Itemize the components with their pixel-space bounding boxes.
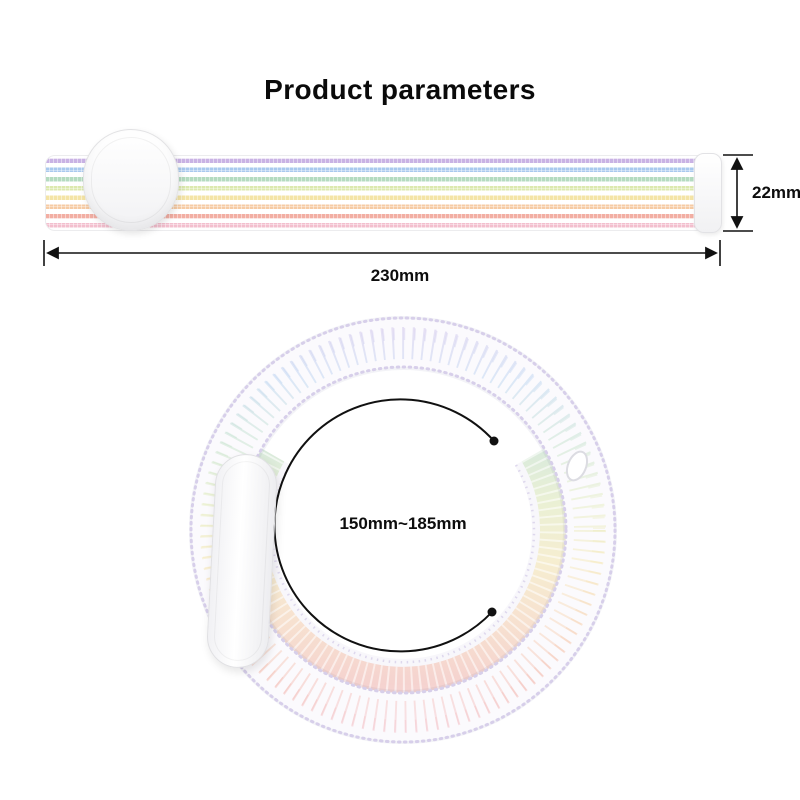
length-dimension — [43, 240, 721, 266]
page-title: Product parameters — [264, 74, 536, 105]
arc-endpoint-dot-bottom — [487, 607, 497, 617]
circumference-range-label: 150mm~185mm — [339, 514, 467, 533]
inner-loop-stripes — [240, 448, 566, 693]
strap-end-cap — [694, 153, 722, 233]
length-dimension-label: 230mm — [370, 266, 430, 285]
arc-endpoint-dot-top — [489, 436, 499, 446]
width-dimension-label: 22mm — [752, 183, 800, 202]
tracker-case-wrapped — [205, 452, 279, 670]
hook-tab — [565, 450, 589, 482]
inner-loop-base — [232, 444, 574, 701]
inner-loop-weave — [240, 448, 566, 693]
width-dimension — [723, 154, 753, 232]
tracker-case-flat — [83, 129, 179, 231]
inner-loop-edge — [270, 464, 536, 664]
